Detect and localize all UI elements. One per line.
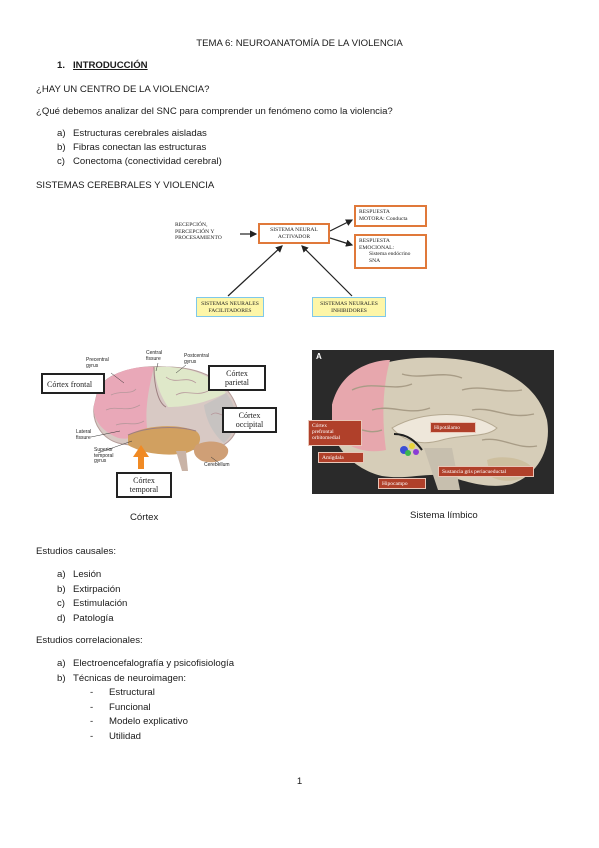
sublist-item: - Modelo explicativo <box>90 716 188 728</box>
list-item: b) Fibras conectan las estructuras <box>57 142 206 154</box>
correlational-heading: Estudios correlacionales: <box>36 635 143 646</box>
list-marker: d) <box>57 613 66 624</box>
section-number: 1. <box>57 60 66 71</box>
sublist-item: - Estructural <box>90 687 155 699</box>
page-title: TEMA 6: NEUROANATOMÍA DE LA VIOLENCIA <box>196 38 403 49</box>
list-item: c) Estimulación <box>57 598 127 610</box>
list-item: a) Electroencefalografía y psicofisiologí… <box>57 658 234 670</box>
question-violence-center: ¿HAY UN CENTRO DE LA VIOLENCIA? <box>36 84 210 95</box>
inhibitors-box: SISTEMAS NEURALES INHIBIDORES <box>312 297 386 317</box>
activator-line: SISTEMA NEURAL <box>270 227 318 233</box>
sublist-item: - Funcional <box>90 702 151 714</box>
sublist-item: - Utilidad <box>90 731 141 743</box>
emotional-line: RESPUESTA <box>359 238 390 244</box>
facilitators-box: SISTEMAS NEURALES FACILITADORES <box>196 297 264 317</box>
reception-line: PERCEPCIÓN Y <box>175 228 215 235</box>
sublist-text: Estructural <box>109 687 155 698</box>
list-item-text: Conectoma (conectividad cerebral) <box>73 156 222 167</box>
emotional-line: EMOCIONAL: <box>359 244 395 251</box>
list-item-text: Estimulación <box>73 598 128 609</box>
list-item-text: Estructuras cerebrales aisladas <box>73 128 207 139</box>
facilitators-line: FACILITADORES <box>208 307 252 314</box>
inhibitors-line: INHIBIDORES <box>331 307 367 314</box>
page-number: 1 <box>296 776 303 787</box>
reception-line: PROCESAMIENTO <box>175 235 222 242</box>
facilitators-line: SISTEMAS NEURALES <box>201 301 259 307</box>
sublist-text: Modelo explicativo <box>109 716 188 727</box>
motor-line: RESPUESTA <box>359 209 390 215</box>
sublist-text: Utilidad <box>109 731 141 742</box>
arrow-activator-emotional <box>329 237 354 247</box>
sublist-marker: - <box>90 716 94 727</box>
list-item-text: Técnicas de neuroimagen: <box>73 673 187 684</box>
list-item: a) Lesión <box>57 569 101 581</box>
question-snc: ¿Qué debemos analizar del SNC para compr… <box>36 106 393 117</box>
list-item-text: Patología <box>73 613 114 624</box>
cortex-caption: Córtex <box>130 512 159 523</box>
brain-lateral-illustration <box>90 362 239 471</box>
list-marker: a) <box>57 569 66 580</box>
frontal-cortex-label: Córtex frontal <box>41 373 105 394</box>
list-item: c) Conectoma (conectividad cerebral) <box>57 156 222 168</box>
list-marker: b) <box>57 584 66 595</box>
arrow-inhibitors-activator <box>301 245 353 297</box>
panel-letter: A <box>316 352 322 361</box>
systems-heading: SISTEMAS CEREBRALES Y VIOLENCIA <box>36 180 215 191</box>
emotional-line: SNA <box>369 257 381 264</box>
pag-label: Sustancia gris periacueductal <box>438 466 534 477</box>
list-item: b) Técnicas de neuroimagen: <box>57 673 186 685</box>
list-marker: c) <box>57 598 65 609</box>
motor-response-box: RESPUESTA MOTORA: Conducta <box>354 205 427 227</box>
motor-line: MOTORA: Conducta <box>359 215 408 222</box>
limbic-caption: Sistema límbico <box>410 510 478 521</box>
list-item-text: Lesión <box>73 569 102 580</box>
cerebellum-label: Cerebellum <box>204 462 230 468</box>
list-marker: b) <box>57 673 66 684</box>
sublist-marker: - <box>90 687 94 698</box>
list-item: b) Extirpación <box>57 584 120 596</box>
list-item-text: Fibras conectan las estructuras <box>73 142 207 153</box>
amygdala-label: Amígdala <box>318 452 364 463</box>
sublist-text: Funcional <box>109 702 151 713</box>
arrow-facilitators-activator <box>227 245 283 297</box>
activator-box: SISTEMA NEURAL ACTIVADOR <box>258 223 330 244</box>
reception-line: RECEPCIÓN, <box>175 222 208 228</box>
reception-box: RECEPCIÓN, PERCEPCIÓN Y PROCESAMIENTO <box>172 220 240 248</box>
causal-heading: Estudios causales: <box>36 546 116 557</box>
list-marker: a) <box>57 128 66 139</box>
hippocampus-label: Hipocampo <box>378 478 426 489</box>
sublist-marker: - <box>90 702 94 713</box>
emotional-response-box: RESPUESTA EMOCIONAL: Sistema endócrino S… <box>354 234 427 269</box>
inhibitors-line: SISTEMAS NEURALES <box>320 301 378 307</box>
section-heading: 1. INTRODUCCIÓN <box>57 60 148 72</box>
list-item: a) Estructuras cerebrales aisladas <box>57 128 207 140</box>
activator-line: ACTIVADOR <box>277 233 311 240</box>
neural-systems-diagram: RECEPCIÓN, PERCEPCIÓN Y PROCESAMIENTO SI… <box>170 200 435 325</box>
list-item-text: Electroencefalografía y psicofisiología <box>73 658 235 669</box>
list-marker: c) <box>57 156 65 167</box>
diagram-arrows <box>227 219 354 297</box>
hypothalamus-label: Hipotálamo <box>430 422 476 433</box>
list-item-text: Extirpación <box>73 584 121 595</box>
emotional-line: Sistema endócrino <box>369 251 411 258</box>
arrow-activator-motor <box>329 219 354 232</box>
list-marker: a) <box>57 658 66 669</box>
list-item: d) Patología <box>57 613 114 625</box>
section-title: INTRODUCCIÓN <box>73 60 148 71</box>
list-marker: b) <box>57 142 66 153</box>
sublist-marker: - <box>90 731 94 742</box>
